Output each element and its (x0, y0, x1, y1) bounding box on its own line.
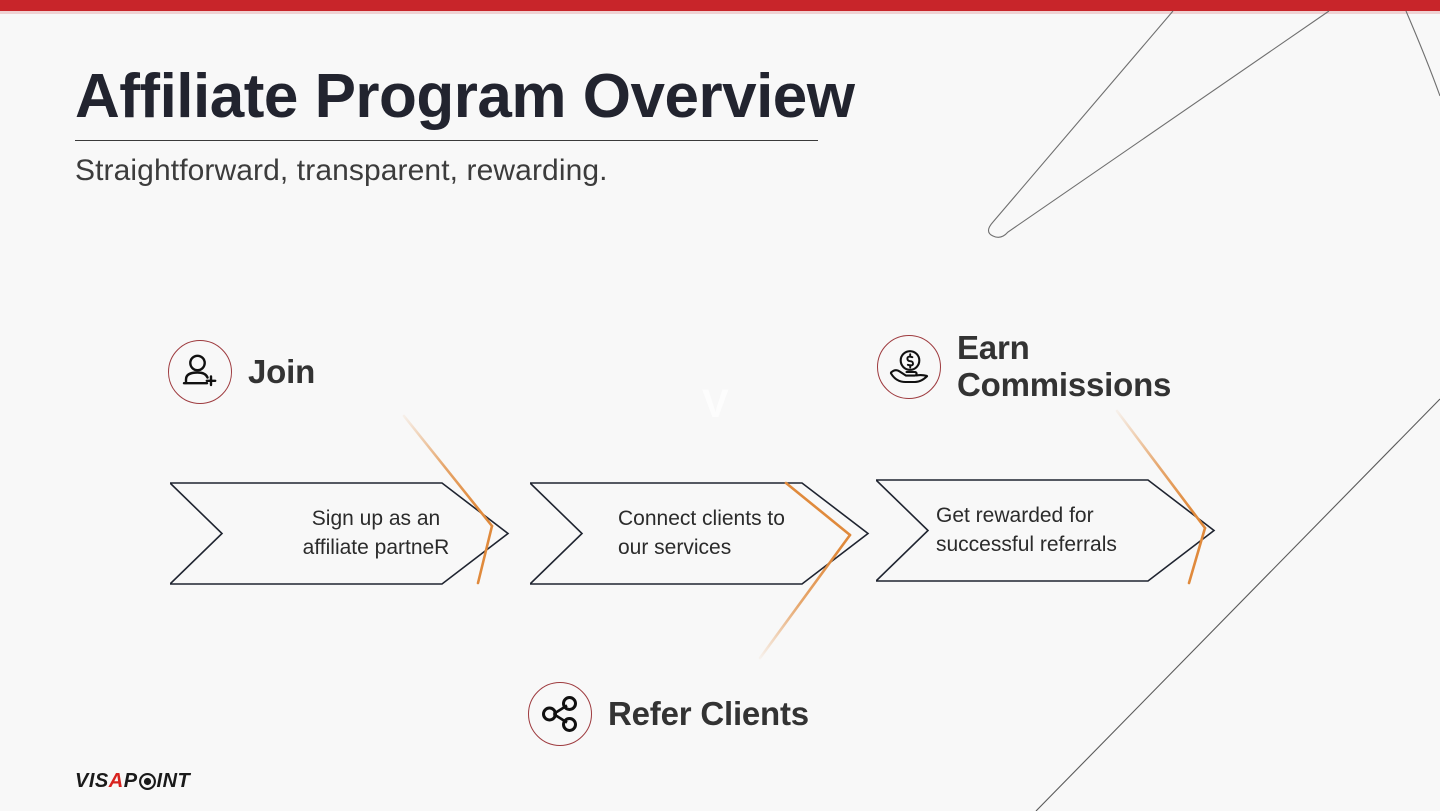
banner-step-1[interactable]: Sign up as an affiliate partneR (170, 481, 510, 586)
banner-step-3[interactable]: Get rewarded for successful referrals (876, 478, 1216, 583)
title-divider (75, 140, 818, 142)
watermark-v: V (702, 382, 729, 426)
step-label-text: Earn Commissions (957, 329, 1172, 403)
step-label-earn[interactable]: Earn Commissions (877, 329, 1172, 404)
logo-globe-icon (138, 773, 156, 790)
page-title: Affiliate Program Overview (75, 62, 855, 131)
step-label-join[interactable]: Join (168, 340, 315, 404)
logo-text-vis: VIS (75, 770, 109, 792)
brand-logo[interactable]: VIS A P INT (75, 770, 190, 793)
logo-text-p: P (123, 770, 138, 792)
top-accent-bar-shadow (0, 11, 1440, 14)
step-label-text: Join (248, 352, 316, 390)
top-accent-bar (0, 0, 1440, 11)
banner-text: Sign up as an affiliate partneR (302, 506, 450, 559)
banner-step-2[interactable]: Connect clients to our services (530, 481, 870, 586)
page-subtitle: Straightforward, transparent, rewarding. (75, 154, 608, 188)
banner-text: Connect clients to our services (618, 506, 785, 559)
heading-block: Affiliate Program Overview Straightforwa… (75, 64, 935, 188)
logo-text-int: INT (156, 770, 191, 792)
logo-letter-a: A (108, 770, 124, 792)
share-network-icon (528, 682, 592, 746)
step-label-refer[interactable]: Refer Clients (528, 682, 809, 746)
banner-text: Get rewarded for successful referrals (936, 503, 1117, 556)
step-label-text: Refer Clients (608, 694, 809, 732)
hand-coin-icon (877, 334, 941, 399)
person-add-icon (168, 340, 232, 404)
